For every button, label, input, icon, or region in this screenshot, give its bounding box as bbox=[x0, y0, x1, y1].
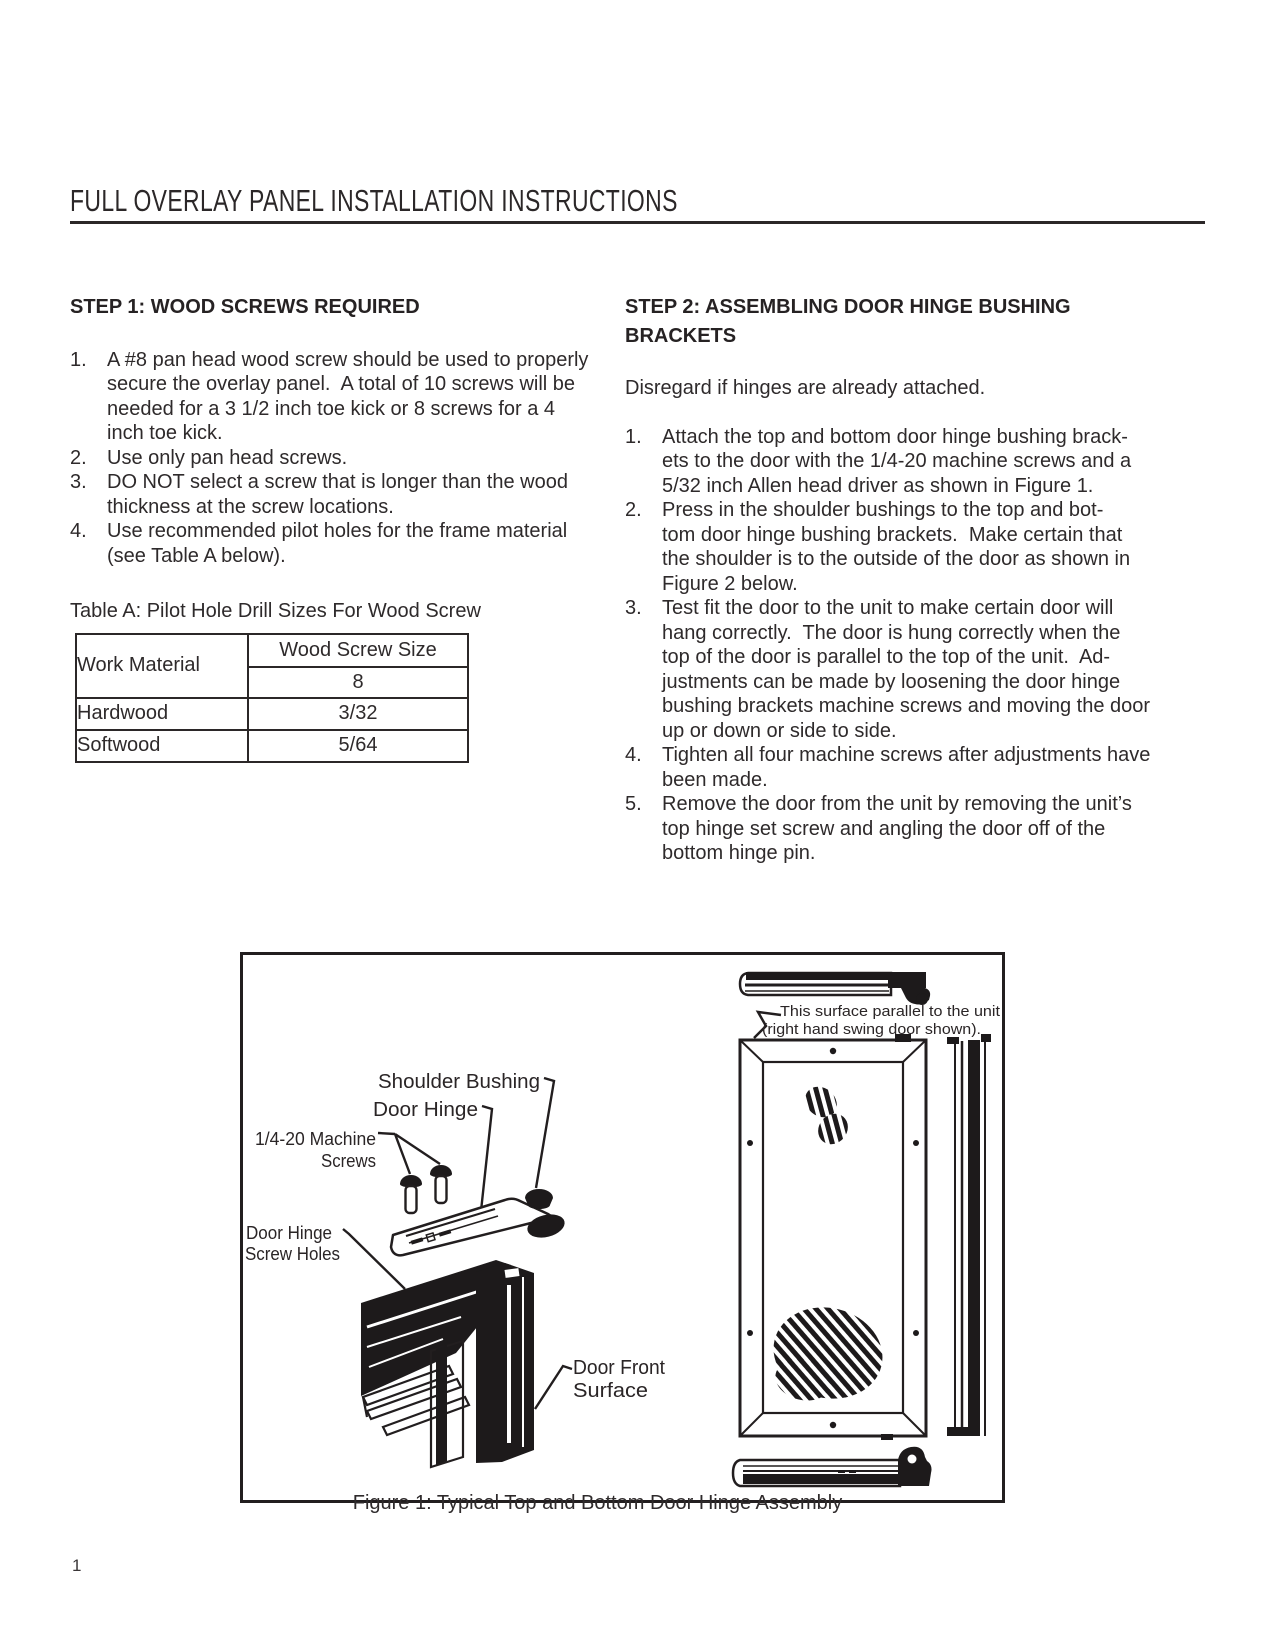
list-item-text: Attach the top and bottom door hinge bus… bbox=[662, 425, 1132, 497]
table-row: Softwood 5/64 bbox=[75, 728, 469, 763]
list-item-number: 4. bbox=[70, 520, 87, 542]
list-item: 1. A #8 pan head wood screw should be us… bbox=[70, 348, 618, 446]
door-hinge-label: Door Hinge bbox=[373, 1099, 478, 1121]
step1-section: STEP 1: WOOD SCREWS REQUIRED 1. A #8 pan… bbox=[70, 293, 618, 763]
door-front-label-line2: Surface bbox=[573, 1380, 648, 1402]
screw-holes-leader bbox=[342, 1228, 406, 1290]
list-item: 3. Test fit the door to the unit to make… bbox=[625, 596, 1205, 743]
table-cell-size: 3/32 bbox=[247, 696, 469, 731]
table-cell-size: 5/64 bbox=[247, 728, 469, 763]
frame-bottom-tab bbox=[881, 1434, 893, 1440]
page-number: 1 bbox=[72, 1556, 82, 1575]
title-divider bbox=[70, 221, 1205, 224]
list-item-number: 5. bbox=[625, 793, 642, 815]
list-item-text: Test fit the door to the unit to make ce… bbox=[662, 597, 1151, 742]
table-cell-work-material: Work Material bbox=[75, 632, 249, 699]
list-item-number: 3. bbox=[625, 597, 642, 619]
table-cell-material: Softwood bbox=[75, 728, 249, 763]
list-item-text: DO NOT select a screw that is longer tha… bbox=[107, 471, 568, 518]
list-item: 4. Use recommended pilot holes for the f… bbox=[70, 519, 618, 568]
step2-heading: STEP 2: ASSEMBLING DOOR HINGE BUSHING BR… bbox=[625, 296, 1071, 347]
seated-bushing bbox=[527, 1214, 565, 1238]
step1-heading: STEP 1: WOOD SCREWS REQUIRED bbox=[70, 296, 420, 318]
list-item-number: 3. bbox=[70, 471, 87, 493]
frame-top-tab bbox=[895, 1034, 911, 1042]
surface-note-line1: This surface parallel to the unit bbox=[780, 1004, 1000, 1020]
machine-screws-label-line1: 1/4-20 Machine bbox=[255, 1129, 376, 1149]
shoulder-bushing-leader bbox=[534, 1076, 556, 1189]
step2-list: 1. Attach the top and bottom door hinge … bbox=[625, 425, 1205, 866]
table-header-row: Work Material Wood Screw Size bbox=[75, 632, 469, 699]
frame-screw-holes bbox=[747, 1047, 919, 1429]
door-front-leader bbox=[533, 1364, 573, 1410]
list-item: 2. Use only pan head screws. bbox=[70, 446, 618, 471]
table-cell-size-8: 8 bbox=[247, 665, 469, 699]
surface-note-line2: (right hand swing door shown). bbox=[762, 1022, 981, 1038]
door-front-label-line1: Door Front bbox=[573, 1357, 665, 1379]
list-item: 4. Tighten all four machine screws after… bbox=[625, 743, 1205, 792]
list-item-number: 1. bbox=[625, 425, 642, 448]
hatched-label-upper bbox=[805, 1086, 848, 1145]
hatched-label-lower bbox=[773, 1307, 883, 1401]
list-item-text: Remove the door from the unit by removin… bbox=[662, 793, 1132, 864]
list-item-number: 4. bbox=[625, 744, 642, 766]
list-item: 3. DO NOT select a screw that is longer … bbox=[70, 470, 618, 519]
step2-intro: Disregard if hinges are already attached… bbox=[625, 377, 986, 399]
door-edge-strip bbox=[947, 1034, 991, 1436]
list-item-text: Use recommended pilot holes for the fram… bbox=[107, 520, 568, 567]
list-item-text: A #8 pan head wood screw should be used … bbox=[107, 348, 589, 445]
list-item: 1. Attach the top and bottom door hinge … bbox=[625, 425, 1205, 499]
door-hinge-leader bbox=[479, 1104, 494, 1212]
pilot-hole-table: Work Material Wood Screw Size 8 Hardwood… bbox=[75, 632, 469, 763]
top-hinge-rail bbox=[738, 971, 931, 1005]
note-pointer-line bbox=[753, 1010, 782, 1039]
shoulder-bushing-label: Shoulder Bushing bbox=[378, 1071, 540, 1093]
list-item: 5. Remove the door from the unit by remo… bbox=[625, 792, 1205, 866]
list-item-text: Tighten all four machine screws after ad… bbox=[662, 744, 1151, 791]
screw-holes-label-line1: Door Hinge bbox=[246, 1223, 332, 1243]
door-hinge-bracket bbox=[389, 1189, 565, 1257]
step1-list: 1. A #8 pan head wood screw should be us… bbox=[70, 348, 618, 569]
table-caption: Table A: Pilot Hole Drill Sizes For Wood… bbox=[70, 600, 481, 622]
bottom-hinge-rail bbox=[731, 1446, 932, 1488]
table-cell-material: Hardwood bbox=[75, 696, 249, 731]
list-item-number: 2. bbox=[625, 499, 642, 521]
list-item-text: Use only pan head screws. bbox=[107, 446, 348, 469]
machine-screw bbox=[430, 1165, 452, 1205]
table-row: Hardwood 3/32 bbox=[75, 696, 469, 731]
leader-lines bbox=[342, 1076, 573, 1410]
machine-screws-leader bbox=[377, 1131, 441, 1175]
list-item-text: Press in the shoulder bushings to the to… bbox=[662, 499, 1131, 595]
list-item-number: 1. bbox=[70, 348, 87, 371]
list-item: 2. Press in the shoulder bushings to the… bbox=[625, 498, 1205, 596]
door-corner-3d bbox=[361, 1260, 534, 1469]
figure1-box: This surface parallel to the unit (right… bbox=[240, 952, 1005, 1503]
shoulder-bushing-part bbox=[525, 1189, 553, 1209]
list-item-number: 2. bbox=[70, 446, 87, 469]
table-subheader-row: 8 bbox=[76, 665, 469, 699]
step2-section: STEP 2: ASSEMBLING DOOR HINGE BUSHING BR… bbox=[625, 293, 1205, 866]
screw-holes-label-line2: Screw Holes bbox=[245, 1244, 340, 1264]
figure1-illustration: This surface parallel to the unit (right… bbox=[245, 971, 1000, 1488]
table-cell-wood-screw-size: Wood Screw Size bbox=[247, 632, 469, 668]
machine-screw bbox=[400, 1175, 422, 1215]
door-back-frame bbox=[738, 1038, 928, 1438]
page-title: FULL OVERLAY PANEL INSTALLATION INSTRUCT… bbox=[70, 183, 678, 218]
machine-screws-label-line2: Screws bbox=[321, 1151, 376, 1171]
figure1-caption: Figure 1: Typical Top and Bottom Door Hi… bbox=[352, 1492, 843, 1514]
